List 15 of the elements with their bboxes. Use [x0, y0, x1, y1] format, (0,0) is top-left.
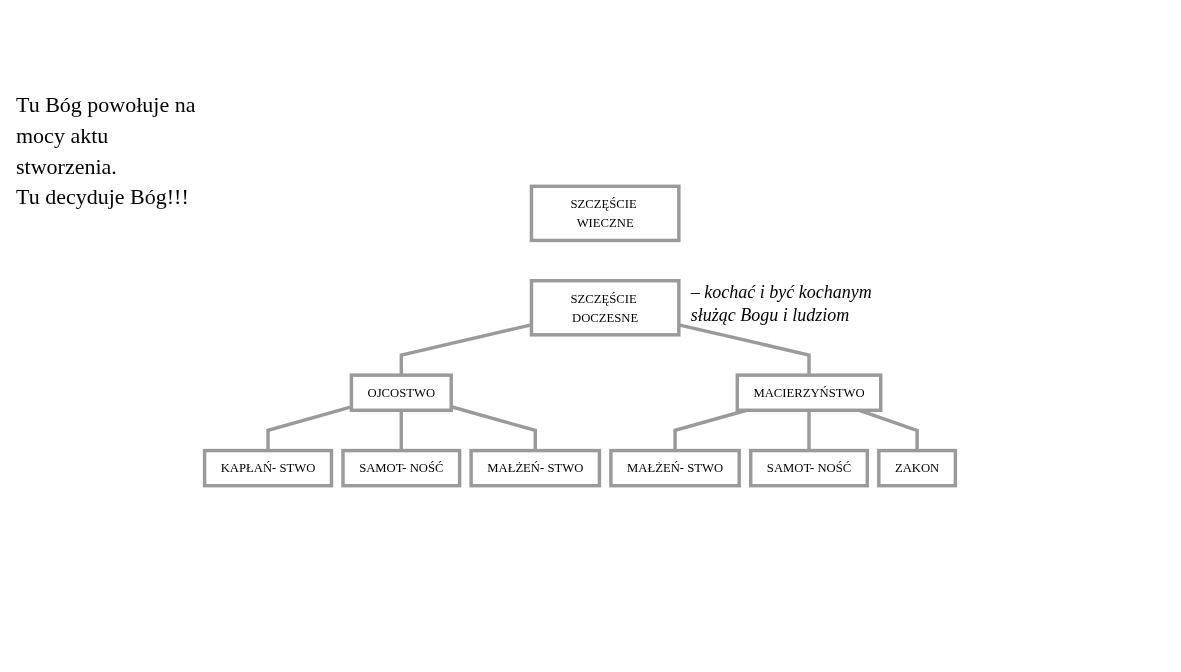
node-box: SAMOT- NOŚĆ: [749, 448, 870, 488]
connector: [807, 410, 811, 451]
node-box: SZCZĘŚCIE WIECZNE: [529, 184, 681, 243]
node-box: MACIERZYŃSTWO: [735, 373, 883, 412]
side-note: – kochać i być kochanym służąc Bogu i ludziom: [690, 280, 873, 328]
node-box: SZCZĘŚCIE DOCZESNE: [529, 279, 681, 337]
note-text: Tu decyduje Bóg!!!: [16, 183, 190, 212]
connector: [399, 410, 404, 451]
node-box: SAMOT- NOŚĆ: [341, 448, 462, 488]
node-box: MAŁŻEŃ- STWO: [609, 448, 741, 488]
note-text: Tu Bóg powołuje na mocy aktu stworzenia.: [16, 91, 197, 181]
node-box: OJCOSTWO: [349, 373, 453, 412]
node-box: MAŁŻEŃ- STWO: [469, 448, 602, 488]
node-box: ZAKON: [877, 448, 958, 488]
node-box: KAPŁAŃ- STWO: [202, 448, 334, 488]
